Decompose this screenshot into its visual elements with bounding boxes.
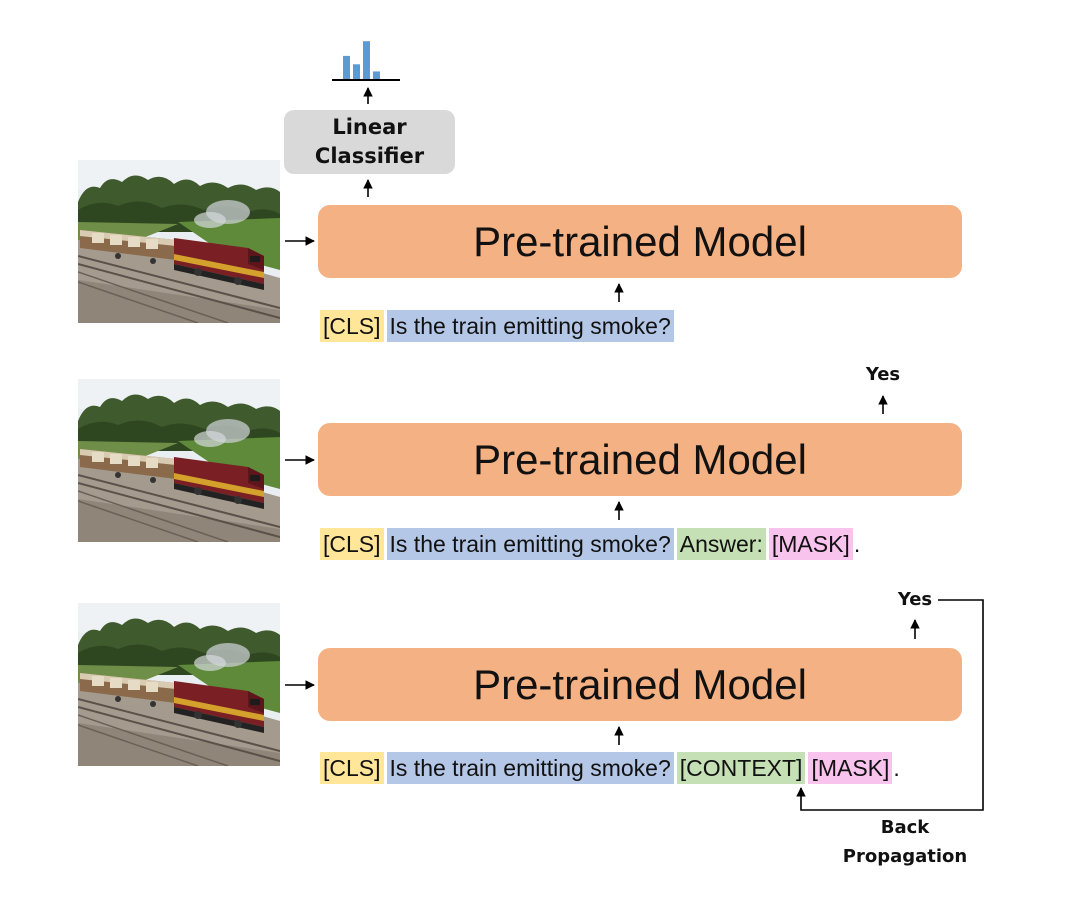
pretrained-model-block-1: Pre-trained Model (318, 205, 962, 278)
question-token: Is the train emitting smoke? (386, 528, 674, 560)
back-propagation-label: Back Propagation (830, 813, 980, 871)
train-photo-1 (78, 160, 280, 323)
histogram-bar (373, 71, 380, 79)
train-photo-2 (78, 379, 280, 542)
mask-token: [MASK] (808, 752, 893, 784)
train-photo-3 (78, 603, 280, 766)
output-yes-3: Yes (897, 589, 933, 610)
token-row-3: [CLS] Is the train emitting smoke? [CONT… (320, 752, 903, 784)
cls-token: [CLS] (320, 310, 384, 342)
period-token: . (893, 754, 900, 781)
histogram-bar (363, 41, 370, 79)
histogram-icon (343, 41, 380, 79)
mask-token: [MASK] (768, 528, 853, 560)
pretrained-model-block-2: Pre-trained Model (318, 423, 962, 496)
back-propagation-line1: Back (880, 817, 930, 838)
classifier-label-line1: Linear (332, 115, 407, 139)
histogram-bar (343, 55, 350, 79)
model-label: Pre-trained Model (473, 660, 807, 708)
context-token: [CONTEXT] (676, 752, 806, 784)
output-yes-2: Yes (865, 364, 901, 385)
period-token: . (853, 530, 861, 557)
histogram-bar (353, 64, 360, 79)
question-token: Is the train emitting smoke? (386, 752, 674, 784)
classifier-label-line2: Classifier (314, 144, 425, 168)
back-propagation-line2: Propagation (842, 846, 968, 867)
cls-token: [CLS] (320, 752, 384, 784)
token-row-1: [CLS] Is the train emitting smoke? (320, 310, 677, 342)
question-token: Is the train emitting smoke? (386, 310, 674, 342)
cls-token: [CLS] (320, 528, 384, 560)
model-label: Pre-trained Model (473, 217, 807, 265)
model-label: Pre-trained Model (473, 435, 807, 483)
answer-token: Answer: (676, 528, 766, 560)
token-row-2: [CLS] Is the train emitting smoke? Answe… (320, 528, 863, 560)
linear-classifier-box: Linear Classifier (284, 110, 455, 174)
pretrained-model-block-3: Pre-trained Model (318, 648, 962, 721)
